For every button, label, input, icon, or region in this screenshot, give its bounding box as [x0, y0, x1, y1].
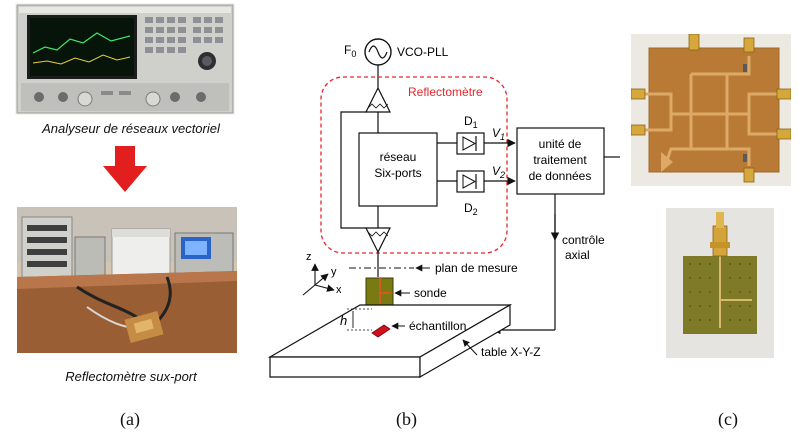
probe-label: sonde [414, 286, 447, 300]
probe-board-photo [666, 208, 774, 358]
six-port-photo [17, 207, 237, 353]
sample-label: échantillon [409, 319, 466, 333]
diode-d1-label: D1 [464, 114, 478, 130]
v1-label: V1 [492, 126, 505, 142]
axis-x-label: x [336, 284, 342, 296]
six-port-caption: Reflectomètre sux-port [65, 369, 197, 384]
network-label-1: réseau [380, 150, 417, 164]
unit-label-3: de données [529, 169, 592, 183]
sample [371, 324, 391, 338]
table-label: table X-Y-Z [481, 345, 541, 359]
network-label-2: Six-ports [374, 166, 421, 180]
height-label: h [340, 313, 347, 328]
processing-unit [516, 127, 605, 195]
panel-label-c: (c) [718, 409, 738, 429]
reflectometer-label: Reflectomètre [408, 85, 483, 99]
unit-label-2: traitement [533, 153, 587, 167]
axis-z-label: z [306, 251, 312, 263]
source-label: VCO-PLL [397, 45, 449, 59]
panel-label-a: (a) [120, 409, 140, 429]
axis-y-label: y [331, 266, 337, 278]
vna-caption: Analyseur de réseaux vectoriel [42, 121, 220, 136]
panel-a: Analyseur de réseaux vectoriel Reflectom… [0, 0, 260, 441]
control-label-2: axial [565, 248, 590, 262]
control-label-1: contrôle [562, 233, 605, 247]
unit-label-1: unité de [539, 137, 582, 151]
measure-plane-label: plan de mesure [435, 261, 518, 275]
vna-photo [15, 3, 235, 115]
xyz-table-front [269, 356, 421, 378]
six-port-network [358, 132, 438, 207]
diode-d2-label: D2 [464, 201, 478, 217]
reflectometer-box [320, 76, 508, 254]
panel-label-b: (b) [396, 409, 417, 429]
panel-b-schematic: F0 VCO-PLL Reflectomètre réseau Six-port… [267, 38, 620, 379]
coupler-top-icon [365, 86, 391, 113]
v2-label: V2 [492, 164, 505, 180]
coupler-board-photo [631, 34, 791, 186]
source-freq-label: F0 [344, 43, 356, 59]
down-arrow-icon [103, 146, 147, 192]
coupler-bottom-icon [365, 227, 391, 254]
